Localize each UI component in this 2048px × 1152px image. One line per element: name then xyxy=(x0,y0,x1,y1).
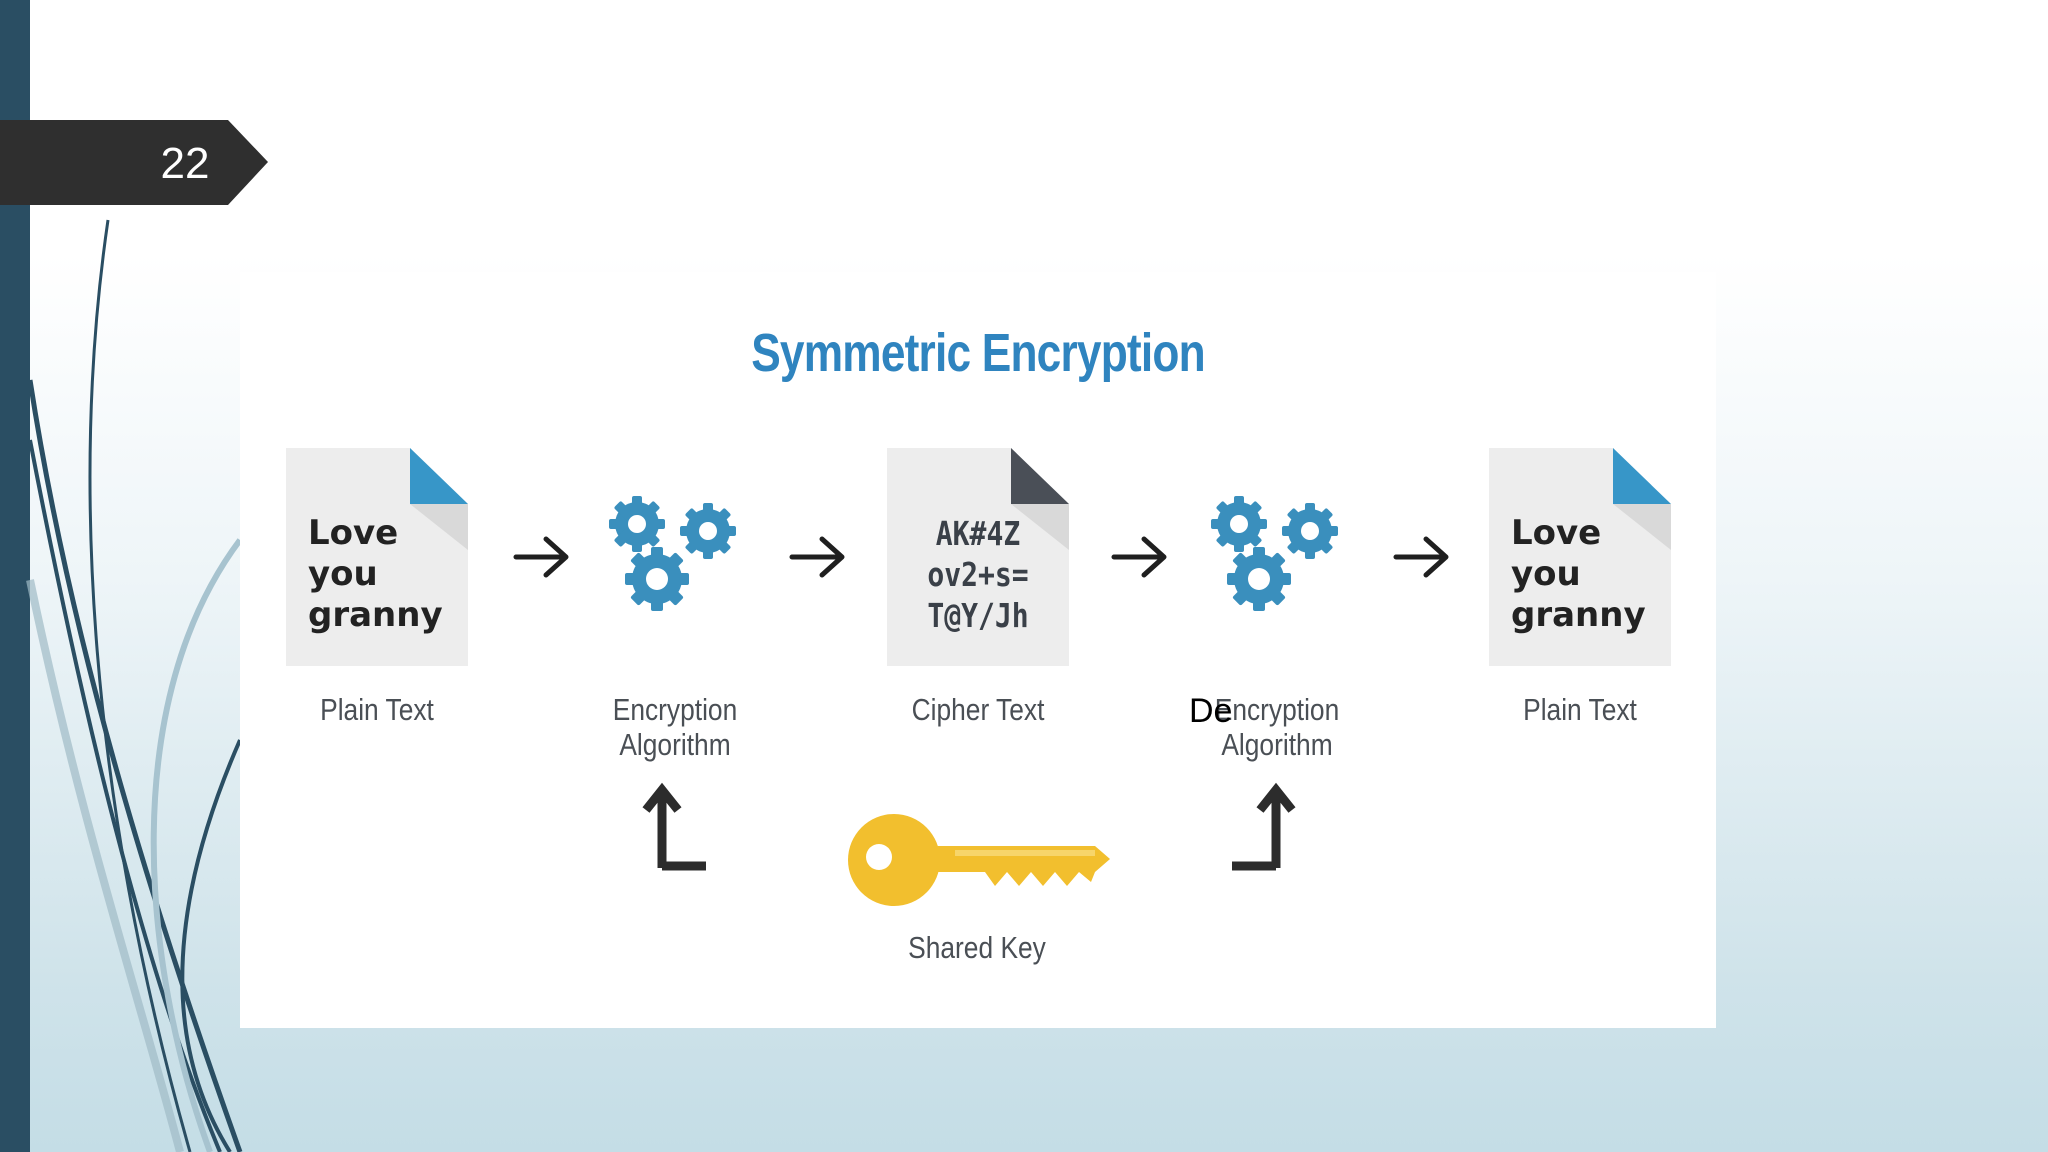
shared-key-caption: Shared Key xyxy=(908,930,1046,965)
page-number-tag xyxy=(0,120,268,205)
plain-text-document-left: Love you granny xyxy=(286,448,468,666)
plain-text-document-right: Love you granny xyxy=(1489,448,1671,666)
key-feed-arrow-right-icon xyxy=(1232,782,1296,871)
document-icon xyxy=(1489,448,1671,666)
right-arrow-icon xyxy=(513,536,569,578)
cipher-text-document: AK#4Z ov2+s= T@Y/Jh xyxy=(887,448,1069,666)
decryption-gears-icon xyxy=(1211,496,1338,611)
symmetric-encryption-diagram: Symmetric Encryption Love you granny Pla… xyxy=(240,272,1716,1028)
decorative-swoosh xyxy=(26,219,243,1152)
cipher-text-content: AK#4Z ov2+s= T@Y/Jh xyxy=(927,514,1029,635)
plain-text-caption-left: Plain Text xyxy=(320,692,434,727)
page-number: 22 xyxy=(160,139,210,188)
plain-text-content: Love you granny xyxy=(1511,513,1646,635)
plain-text-content: Love you granny xyxy=(308,513,443,635)
encryption-caption: Encryption Algorithm xyxy=(612,692,738,762)
key-feed-arrow-left-icon xyxy=(642,782,706,871)
encryption-gears-icon xyxy=(609,496,736,611)
plain-text-caption-right: Plain Text xyxy=(1523,692,1637,727)
right-arrow-icon xyxy=(1393,536,1449,578)
document-icon xyxy=(286,448,468,666)
shared-key-icon xyxy=(848,814,1110,906)
overlay-de-text: De xyxy=(1189,692,1233,730)
diagram-title: Symmetric Encryption xyxy=(751,323,1205,383)
document-icon xyxy=(887,448,1069,666)
cipher-text-caption: Cipher Text xyxy=(911,692,1045,727)
right-arrow-icon xyxy=(789,536,845,578)
decryption-caption: Encryption Algorithm xyxy=(1214,692,1340,762)
right-arrow-icon xyxy=(1111,536,1167,578)
